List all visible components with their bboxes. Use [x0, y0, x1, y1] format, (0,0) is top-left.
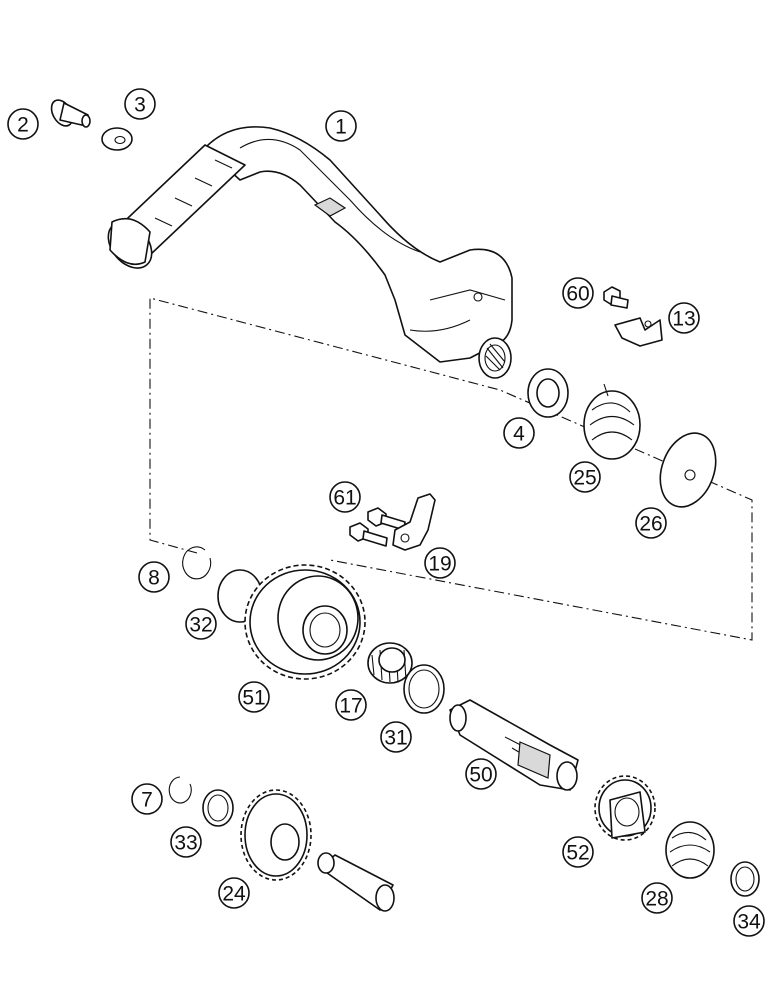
part-pawl-19	[392, 493, 436, 551]
part-bearing-17	[367, 642, 413, 684]
part-washer-31	[403, 664, 445, 714]
callout-24: 24	[218, 877, 250, 909]
assembly-guide-lines	[149, 297, 753, 641]
svg-text:61: 61	[333, 487, 356, 510]
part-gear-24	[240, 789, 312, 881]
part-spring-25	[583, 383, 641, 460]
callout-51: 51	[238, 681, 270, 713]
callout-28: 28	[641, 882, 673, 914]
part-ratchet-52	[594, 775, 656, 841]
callout-4: 4	[503, 417, 535, 449]
part-circlip-7	[168, 776, 192, 804]
svg-text:51: 51	[242, 687, 265, 710]
svg-text:52: 52	[566, 842, 589, 865]
callout-2: 2	[7, 108, 39, 140]
callout-26: 26	[635, 507, 667, 539]
part-bracket	[614, 317, 663, 347]
part-washer-4	[527, 368, 569, 418]
part-washer-34	[730, 861, 760, 897]
svg-text:26: 26	[639, 513, 662, 536]
svg-text:1: 1	[335, 116, 347, 139]
callout-32: 32	[185, 608, 217, 640]
callout-61: 61	[329, 481, 361, 513]
part-circlip-8	[182, 546, 212, 580]
svg-text:19: 19	[428, 553, 451, 576]
part-spring-28	[665, 821, 715, 879]
svg-text:33: 33	[174, 832, 197, 855]
callout-17: 17	[335, 689, 367, 721]
svg-text:3: 3	[134, 94, 146, 117]
callout-34: 34	[733, 905, 765, 937]
svg-text:17: 17	[339, 695, 362, 718]
svg-text:7: 7	[141, 789, 153, 812]
callout-33: 33	[170, 826, 202, 858]
part-washer-small	[101, 127, 133, 151]
svg-text:31: 31	[384, 727, 407, 750]
svg-text:2: 2	[17, 114, 29, 137]
svg-text:4: 4	[513, 423, 525, 446]
part-kick-lever	[107, 126, 513, 379]
callout-1: 1	[325, 110, 357, 142]
svg-text:8: 8	[148, 567, 160, 590]
callout-31: 31	[380, 721, 412, 753]
svg-text:34: 34	[737, 911, 761, 934]
part-disc-26	[659, 432, 717, 508]
svg-text:50: 50	[469, 764, 492, 787]
svg-text:25: 25	[573, 467, 596, 490]
part-gear-51	[244, 564, 366, 680]
svg-text:28: 28	[645, 888, 668, 911]
callout-19: 19	[424, 547, 456, 579]
callout-7: 7	[131, 783, 163, 815]
svg-text:32: 32	[189, 614, 212, 637]
part-shaft-50	[449, 699, 579, 791]
part-screws-61	[349, 507, 406, 547]
part-bolt-60	[603, 286, 629, 309]
svg-text:24: 24	[222, 883, 246, 906]
callout-3: 3	[124, 88, 156, 120]
part-washer-33	[202, 789, 234, 827]
callout-50: 50	[465, 758, 497, 790]
callout-25: 25	[569, 461, 601, 493]
callout-52: 52	[562, 836, 594, 868]
callout-13: 13	[668, 302, 700, 334]
part-pin	[317, 852, 395, 912]
svg-text:60: 60	[566, 283, 589, 306]
callout-8: 8	[138, 561, 170, 593]
part-bolt	[50, 99, 91, 128]
svg-text:13: 13	[672, 308, 695, 331]
callout-60: 60	[562, 277, 594, 309]
